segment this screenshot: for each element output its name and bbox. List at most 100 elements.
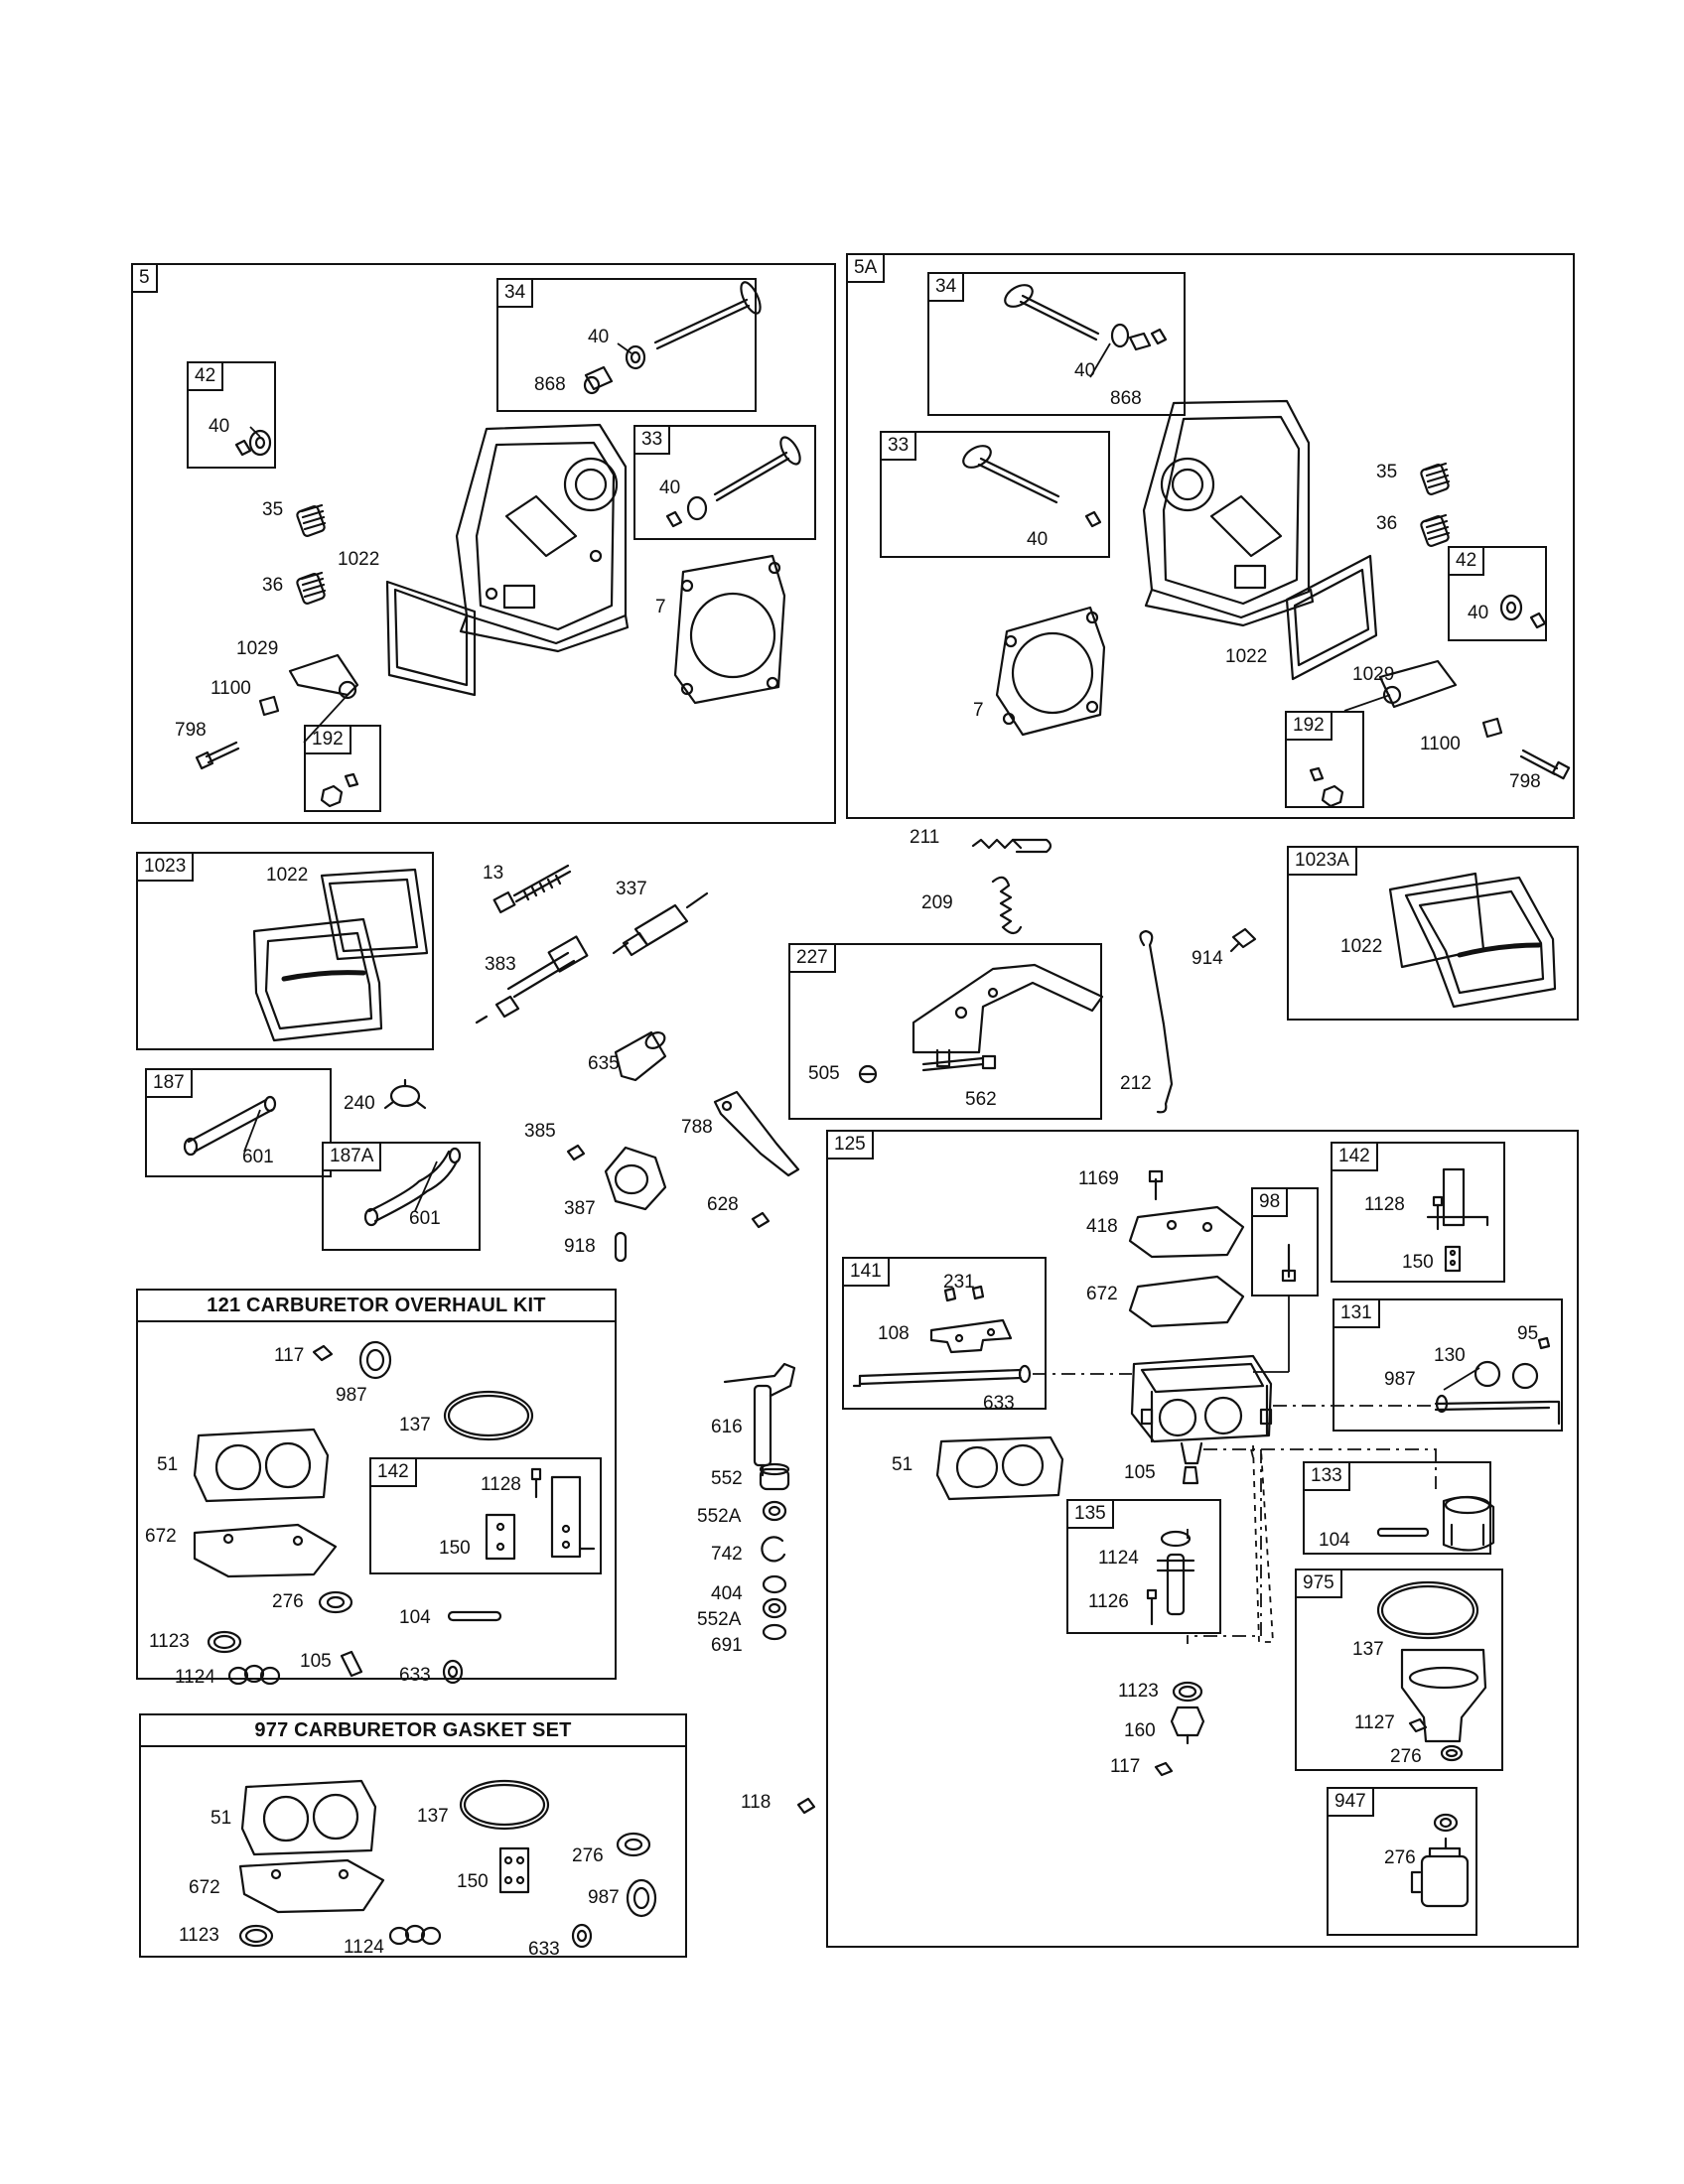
throttle-gasket-icon <box>238 1858 385 1914</box>
jet-icon <box>340 1650 363 1678</box>
centerline <box>1187 1448 1262 1644</box>
part-number: 160 <box>1124 1720 1156 1741</box>
box-rocker-cover-1023a: 1023A <box>1287 846 1579 1021</box>
part-number: 276 <box>1390 1746 1422 1767</box>
retainer-clip-icon <box>761 1536 786 1563</box>
pin-icon <box>1376 1527 1430 1538</box>
rocker-ball-icon <box>1481 717 1503 739</box>
carburetor-body-icon <box>1130 1354 1273 1465</box>
bolt-icon <box>492 864 572 914</box>
part-number: 1128 <box>1364 1194 1405 1215</box>
box-inlet-needle-135: 135 <box>1066 1499 1221 1634</box>
part-number: 562 <box>965 1089 997 1110</box>
carburetor-gasket-icon <box>935 1435 1064 1501</box>
part-number: 672 <box>189 1877 220 1898</box>
o-ring-icon <box>238 1924 274 1948</box>
part-number: 40 <box>209 416 230 437</box>
part-number: 276 <box>572 1845 604 1866</box>
rocker-cover-icon <box>1388 872 1557 1009</box>
part-number: 1128 <box>481 1474 521 1495</box>
intake-adapter-icon <box>604 1146 667 1211</box>
screw-icon <box>312 1344 334 1362</box>
part-number: 552A <box>697 1609 742 1630</box>
part-number: 137 <box>417 1806 449 1827</box>
seal-icon <box>626 1878 657 1918</box>
box-label: 1023A <box>1289 848 1357 876</box>
carburetor-gasket-icon <box>193 1428 330 1503</box>
box-governor-bracket-227: 227 <box>788 943 1102 1120</box>
box-exhaust-valve-34-5a: 34 <box>927 272 1186 416</box>
screw-icon <box>1432 1195 1444 1231</box>
box-label: 187A <box>324 1144 382 1171</box>
valve-spring-icon <box>296 571 327 605</box>
leader-line <box>1443 1367 1480 1391</box>
part-number: 13 <box>483 863 504 884</box>
part-number: 130 <box>1434 1345 1466 1366</box>
part-number: 633 <box>983 1393 1015 1414</box>
part-number: 616 <box>711 1417 743 1437</box>
screw-icon <box>566 1144 586 1161</box>
o-ring-icon <box>1376 1580 1479 1640</box>
part-number: 868 <box>1110 388 1142 409</box>
plug-icon <box>227 1664 281 1686</box>
part-number: 1123 <box>179 1925 219 1946</box>
box-label: 131 <box>1334 1300 1380 1328</box>
screw-icon <box>751 1211 771 1229</box>
part-number: 987 <box>1384 1369 1416 1390</box>
rocker-arm-icon <box>288 653 359 700</box>
rocker-cover-icon <box>252 868 429 1042</box>
part-number: 337 <box>616 879 647 899</box>
washer-icon <box>571 1923 593 1949</box>
nut-icon <box>320 772 359 808</box>
part-number: 505 <box>808 1063 840 1084</box>
box-valve-keeper-42: 42 <box>187 361 276 469</box>
throttle-plate-icon <box>929 1318 1013 1354</box>
head-gasket-icon <box>995 606 1106 737</box>
part-number: 36 <box>262 575 284 596</box>
part-number: 383 <box>485 954 516 975</box>
box-float-bowl-975: 975 <box>1295 1569 1503 1771</box>
part-number: 51 <box>892 1454 913 1475</box>
box-label: 947 <box>1329 1789 1374 1817</box>
part-number: 635 <box>588 1053 620 1074</box>
box-throttle-shaft-141: 141 <box>842 1257 1047 1410</box>
part-number: 987 <box>588 1887 620 1908</box>
carburetor-gasket-icon <box>240 1779 377 1856</box>
box-float-133: 133 <box>1303 1461 1491 1555</box>
float-icon <box>1442 1495 1495 1552</box>
box-label: 1023 <box>138 854 195 882</box>
box-rocker-cover-1023: 1023 <box>136 852 434 1050</box>
kit-title: 121 CARBURETOR OVERHAUL KIT <box>138 1291 615 1322</box>
part-number: 150 <box>1402 1252 1434 1273</box>
box-label: 975 <box>1297 1570 1342 1598</box>
screw-icon <box>195 741 240 770</box>
part-number: 1127 <box>1354 1712 1395 1733</box>
solenoid-bracket-icon <box>485 1475 596 1561</box>
box-label: 187 <box>147 1070 193 1098</box>
washer-icon <box>1018 1364 1032 1384</box>
screw-icon <box>921 1054 997 1072</box>
part-number: 209 <box>921 892 953 913</box>
box-label: 34 <box>929 274 965 302</box>
part-number: 212 <box>1120 1073 1152 1094</box>
part-number: 1124 <box>175 1667 215 1688</box>
pin-icon <box>614 1231 628 1263</box>
box-label: 142 <box>371 1459 417 1487</box>
governor-spring-icon <box>971 838 1052 854</box>
washer-icon <box>1433 1813 1459 1833</box>
part-number: 240 <box>344 1093 375 1114</box>
part-number: 1022 <box>1225 646 1268 667</box>
part-number: 798 <box>1509 771 1541 792</box>
screw-icon <box>1146 1588 1158 1626</box>
governor-link-icon <box>1139 929 1174 1114</box>
spark-plug-icon <box>612 891 709 957</box>
governor-spring-icon <box>991 876 1023 935</box>
screw-icon <box>1154 1761 1174 1777</box>
part-number: 40 <box>1027 529 1049 550</box>
part-number: 1029 <box>1352 664 1395 685</box>
breather-tube-icon <box>363 1147 462 1227</box>
part-number: 918 <box>564 1236 596 1257</box>
part-number: 1029 <box>236 638 279 659</box>
cylinder-head-icon <box>1142 399 1315 627</box>
box-breather-tube-187: 187 <box>145 1068 332 1177</box>
